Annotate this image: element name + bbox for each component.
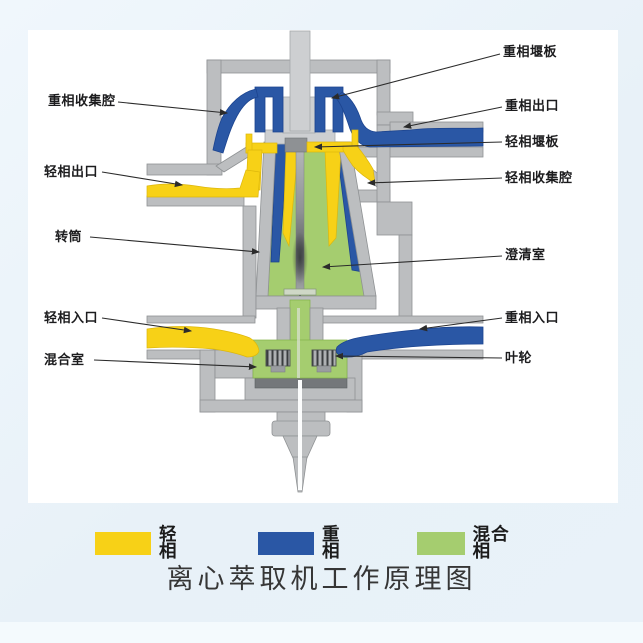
legend-swatch-mixed-phase	[417, 531, 465, 555]
label-heavy-phase-collection-chamber: 重相收集腔	[48, 93, 116, 108]
label-impeller: 叶轮	[505, 350, 533, 365]
leader-lines	[89, 53, 503, 370]
leader-impeller	[334, 352, 503, 360]
label-rotor-drum: 转筒	[55, 229, 83, 244]
leader-heavy-phase-weir	[330, 53, 501, 100]
inlet-streams	[146, 326, 484, 358]
diagram-title: 离心萃取机工作原理图	[166, 564, 477, 595]
impeller-left	[265, 349, 291, 367]
legend-item-mixed-phase: 混合相	[417, 525, 512, 560]
leader-light-phase-collection-chamber	[366, 177, 503, 187]
light-phase-collection-pool	[342, 145, 376, 184]
legend-item-heavy-phase: 重相	[258, 525, 353, 560]
leader-light-phase-weir	[313, 141, 503, 151]
label-light-phase-outlet: 轻相出口	[44, 164, 99, 179]
heavy-phase-stream-left	[212, 88, 259, 154]
label-mixing-chamber: 混合室	[44, 352, 85, 367]
shaft-shadow	[292, 232, 308, 284]
legend-swatch-light-phase	[95, 531, 152, 555]
label-light-phase-collection-chamber: 轻相收集腔	[505, 170, 573, 185]
hollow-shaft-slit	[298, 380, 302, 490]
leader-heavy-phase-inlet	[418, 317, 503, 332]
leader-heavy-phase-collection-chamber	[117, 101, 229, 116]
heavy-phase-weir-right	[314, 86, 344, 133]
legend-swatch-heavy-phase	[258, 531, 315, 555]
label-clarification-chamber: 澄清室	[505, 247, 546, 262]
legend-item-light-phase: 轻相	[95, 525, 190, 560]
label-heavy-phase-inlet: 重相入口	[505, 310, 560, 325]
light-phase-stream-outlet	[146, 169, 261, 198]
impeller-right	[311, 349, 337, 367]
label-heavy-phase-weir: 重相堰板	[503, 44, 558, 59]
leader-clarification-chamber	[321, 255, 503, 270]
light-phase-inlet-stream	[146, 326, 260, 358]
leader-light-phase-inlet	[101, 317, 193, 334]
leader-light-phase-outlet	[101, 171, 184, 188]
clarification-chamber-interior	[267, 141, 365, 312]
legend-label-light-phase: 轻相	[159, 523, 178, 561]
legend-label-heavy-phase: 重相	[322, 523, 341, 561]
leader-rotor-drum	[89, 236, 261, 255]
leader-mixing-chamber	[93, 359, 258, 370]
distributor-plate	[283, 288, 317, 296]
heavy-phase-weir-left	[254, 86, 284, 133]
footer-strip	[0, 622, 643, 643]
heavy-phase-stream-outlet	[335, 91, 484, 148]
legend-label-mixed-phase: 混合相	[472, 523, 510, 561]
label-heavy-phase-outlet: 重相出口	[505, 98, 560, 113]
label-light-phase-weir: 轻相堰板	[505, 134, 560, 149]
leader-heavy-phase-outlet	[402, 106, 503, 129]
label-light-phase-inlet: 轻相入口	[44, 310, 99, 325]
drive-shaft	[289, 30, 311, 132]
